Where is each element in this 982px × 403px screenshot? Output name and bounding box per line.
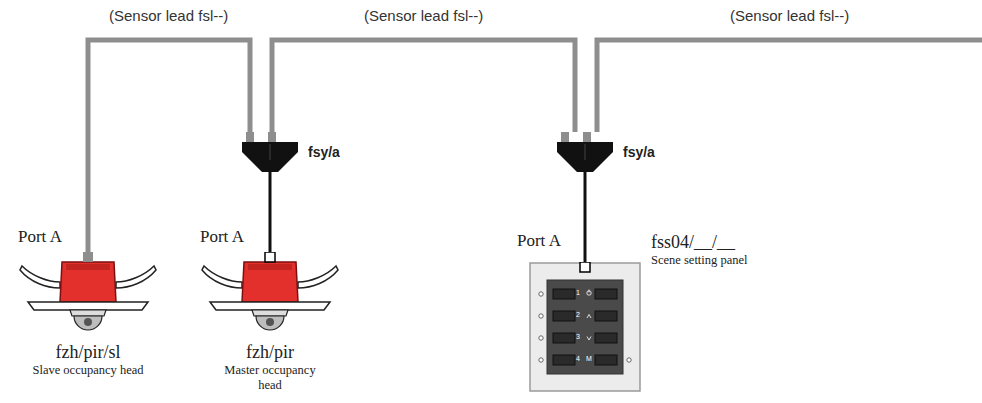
model-code: fss04/__/__ bbox=[651, 232, 748, 253]
button-number: 4 bbox=[576, 355, 580, 363]
sensor-lead bbox=[88, 40, 250, 252]
button-number: 3 bbox=[576, 333, 580, 341]
port-label: Port A bbox=[200, 228, 244, 247]
cable-label: (Sensor lead fsl--) bbox=[106, 8, 231, 25]
button-number: 1 bbox=[576, 289, 580, 297]
button-number: M bbox=[586, 355, 592, 363]
node-caption: fss04/__/__Scene setting panel bbox=[651, 232, 748, 268]
splitter-cord bbox=[269, 172, 272, 252]
sensor-lead bbox=[597, 40, 982, 132]
node-caption: fsy/a bbox=[308, 144, 340, 160]
occupancy-head-drawing bbox=[200, 252, 340, 340]
node-caption: fzh/pir/slSlave occupancy head bbox=[0, 342, 178, 378]
cable-label: (Sensor lead fsl--) bbox=[727, 8, 852, 25]
y-splitter: fsy/a bbox=[240, 132, 300, 172]
device-name: Scene setting panel bbox=[651, 253, 748, 268]
node-caption: fsy/a bbox=[623, 144, 655, 160]
scene-panel: fss04/__/__Scene setting panel1234M bbox=[529, 262, 641, 392]
device-name: Slave occupancy head bbox=[32, 363, 144, 378]
cable-label: (Sensor lead fsl--) bbox=[361, 8, 486, 25]
node-caption: fzh/pirMaster occupancy head bbox=[180, 342, 360, 393]
scene-panel-drawing bbox=[529, 262, 641, 392]
model-code: fsy/a bbox=[623, 144, 655, 160]
occupancy-head: fzh/pirMaster occupancy head bbox=[200, 252, 340, 340]
port-label: Port A bbox=[18, 228, 62, 247]
device-name: Master occupancy head bbox=[214, 363, 326, 393]
model-code: fsy/a bbox=[308, 144, 340, 160]
splitter-cord bbox=[584, 172, 587, 262]
model-code: fzh/pir bbox=[180, 342, 360, 363]
occupancy-head-drawing bbox=[18, 252, 158, 340]
button-number: 2 bbox=[576, 311, 580, 319]
y-splitter-drawing bbox=[240, 132, 300, 172]
y-splitter: fsy/a bbox=[555, 132, 615, 172]
port-label: Port A bbox=[517, 232, 561, 251]
occupancy-head: fzh/pir/slSlave occupancy head bbox=[18, 252, 158, 340]
sensor-lead bbox=[272, 40, 575, 132]
y-splitter-drawing bbox=[555, 132, 615, 172]
model-code: fzh/pir/sl bbox=[0, 342, 178, 363]
